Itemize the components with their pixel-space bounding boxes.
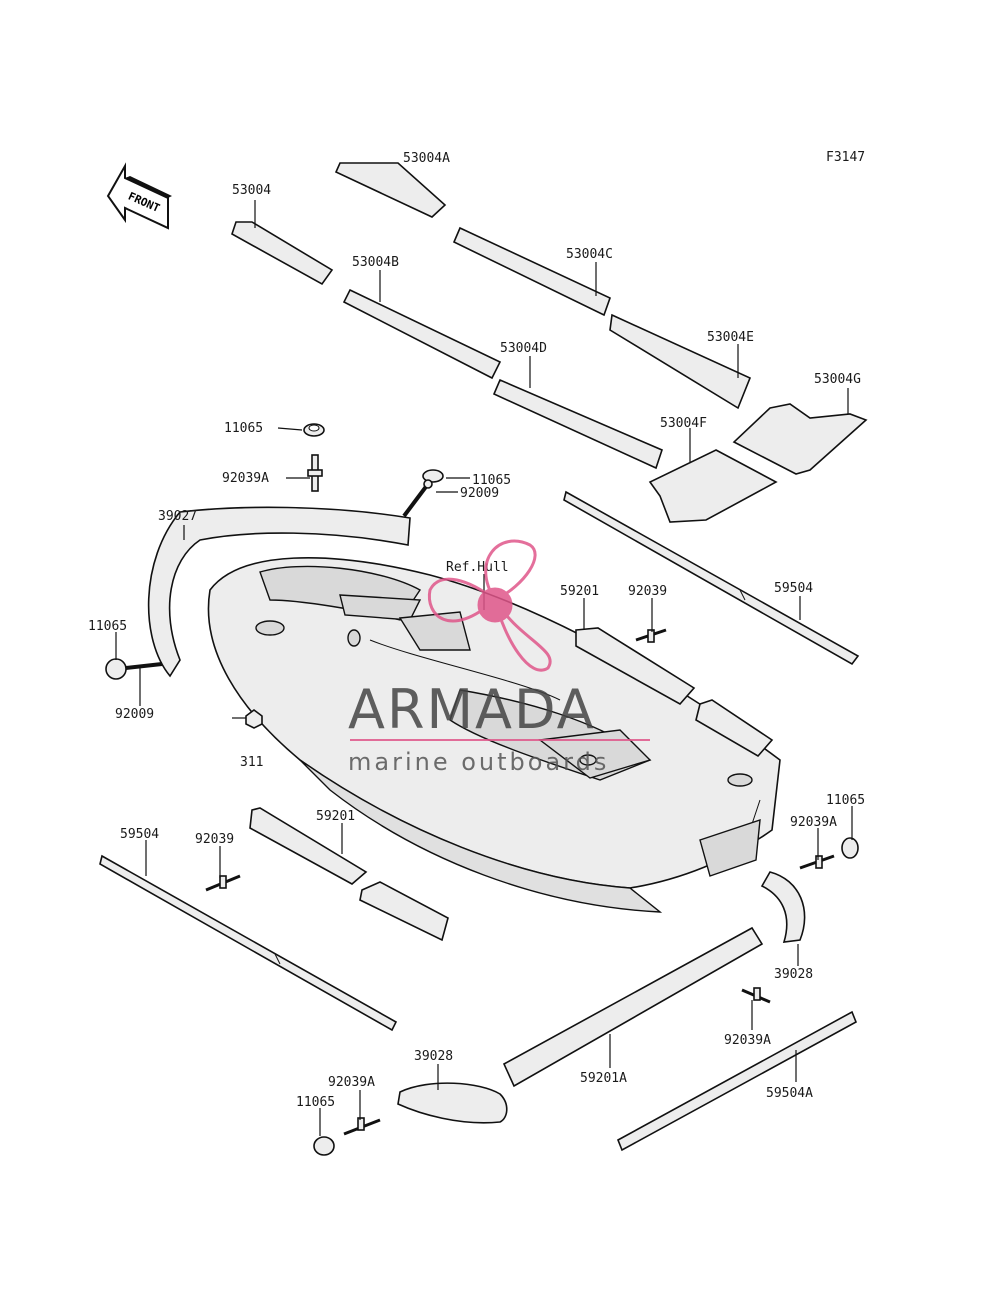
label-53004: 53004 <box>232 183 271 198</box>
label-53004G: 53004G <box>814 372 861 387</box>
mat-53004F <box>648 449 778 523</box>
label-59201-b: 59201 <box>316 809 355 824</box>
label-39028-b: 39028 <box>414 1049 453 1064</box>
label-92039A-d: 92039A <box>328 1075 375 1090</box>
label-92039A-b: 92039A <box>790 815 837 830</box>
watermark-brand: ARMADA <box>348 678 596 741</box>
grommet-11065-right-icon <box>841 837 859 859</box>
rail-59504-upper <box>563 490 860 666</box>
label-92009-a: 92009 <box>460 486 499 501</box>
mat-53004B <box>342 288 502 380</box>
mat-53004A <box>334 162 447 218</box>
rail-59504A <box>616 1010 858 1152</box>
label-59504-b: 59504 <box>120 827 159 842</box>
label-53004C: 53004C <box>566 247 613 262</box>
label-53004B: 53004B <box>352 255 399 270</box>
nut-311-icon <box>245 709 263 729</box>
rivet-92039A-lower-right-icon <box>741 987 771 1004</box>
grommet-11065-top-icon <box>303 423 325 437</box>
grommet-11065-bottom-icon <box>313 1136 335 1156</box>
label-59504A: 59504A <box>766 1086 813 1101</box>
label-39028-a: 39028 <box>774 967 813 982</box>
watermark-tagline: marine outboards <box>348 748 609 776</box>
armada-logo: ARMADA marine outboards <box>348 539 650 776</box>
mat-53004G <box>732 403 868 475</box>
sponson-59201-lower <box>249 807 449 942</box>
label-311: 311 <box>240 755 263 770</box>
label-11065-e: 11065 <box>296 1095 335 1110</box>
rivet-92039A-lower-left-icon <box>343 1117 381 1136</box>
label-59201A: 59201A <box>580 1071 627 1086</box>
mat-53004C <box>452 226 611 317</box>
label-11065-a: 11065 <box>224 421 263 436</box>
mat-53004D <box>492 378 663 470</box>
front-arrow-icon: FRONT <box>106 162 172 230</box>
propeller-logo-icon <box>427 539 552 672</box>
label-refhull: Ref.Hull <box>446 560 509 575</box>
bumper-39028-lower <box>397 1082 508 1124</box>
grommet-11065-left-icon <box>105 658 127 680</box>
label-53004D: 53004D <box>500 341 547 356</box>
grommet-11065-mid-icon <box>422 469 444 483</box>
label-11065-c: 11065 <box>88 619 127 634</box>
label-92009-b: 92009 <box>115 707 154 722</box>
rivet-92039A-top-icon <box>307 454 323 492</box>
screw-92009-left-icon <box>125 662 163 670</box>
label-53004F: 53004F <box>660 416 707 431</box>
label-11065-d: 11065 <box>826 793 865 808</box>
label-53004A: 53004A <box>403 151 450 166</box>
diagram-code: F3147 <box>826 150 865 165</box>
label-92039-b: 92039 <box>195 832 234 847</box>
mat-53004 <box>231 221 334 286</box>
screw-92009-top-icon <box>402 479 433 518</box>
rivet-92039A-right-icon <box>799 854 835 870</box>
rivet-92039-lower-icon <box>205 874 241 892</box>
mat-53004E <box>609 313 752 410</box>
label-39027: 39027 <box>158 509 197 524</box>
bumper-39028-right <box>760 871 806 943</box>
bumper-39027 <box>147 506 411 678</box>
label-59504-a: 59504 <box>774 581 813 596</box>
label-53004E: 53004E <box>707 330 754 345</box>
label-59201-a: 59201 <box>560 584 599 599</box>
label-11065-b: 11065 <box>472 473 511 488</box>
label-92039A-a: 92039A <box>222 471 269 486</box>
label-92039-a: 92039 <box>628 584 667 599</box>
leader-11065-a <box>277 427 303 431</box>
sponson-59201-upper <box>575 627 774 758</box>
label-92039A-c: 92039A <box>724 1033 771 1048</box>
rail-59504-lower <box>99 854 398 1032</box>
rivet-92039-upper-icon <box>635 628 667 643</box>
sponson-59201A <box>502 926 764 1088</box>
